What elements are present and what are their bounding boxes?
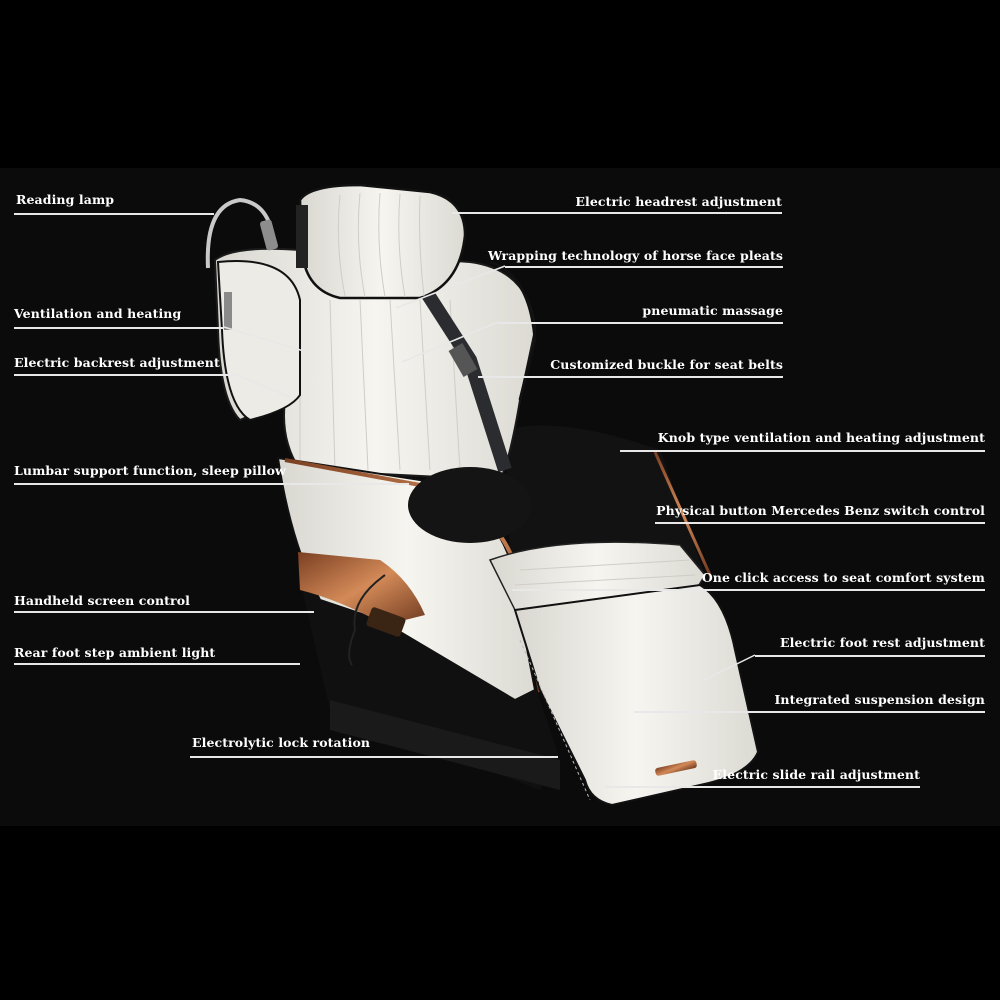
callout-line <box>190 756 558 758</box>
label-handheld-screen: Handheld screen control <box>14 593 190 608</box>
label-mercedes-switch: Physical button Mercedes Benz switch con… <box>656 503 985 518</box>
label-rear-foot-step: Rear foot step ambient light <box>14 645 216 660</box>
callout-line <box>478 376 783 378</box>
label-electric-foot-rest: Electric foot rest adjustment <box>780 635 985 650</box>
handheld-controller <box>298 552 425 666</box>
label-electric-slide-rail: Electric slide rail adjustment <box>712 767 920 782</box>
label-seat-belt-buckle: Customized buckle for seat belts <box>550 357 783 372</box>
callout-line <box>14 327 224 329</box>
label-electric-headrest: Electric headrest adjustment <box>575 194 782 209</box>
seat-base <box>300 560 560 790</box>
callout-line <box>605 786 920 788</box>
callout-line <box>14 374 234 376</box>
callout-line <box>505 266 783 268</box>
label-lumbar-support: Lumbar support function, sleep pillow <box>14 463 286 478</box>
callout-line <box>620 450 985 452</box>
reading-lamp <box>205 197 279 269</box>
label-electric-backrest: Electric backrest adjustment <box>14 355 220 370</box>
callout-line <box>498 322 783 324</box>
callout-line <box>755 655 985 657</box>
callout-line <box>452 212 782 214</box>
callout-line <box>655 522 985 524</box>
callout-line <box>512 589 985 591</box>
label-horse-face-pleats: Wrapping technology of horse face pleats <box>487 248 783 263</box>
headrest <box>296 183 467 300</box>
lumbar-pillow <box>408 467 532 543</box>
label-one-click-comfort: One click access to seat comfort system <box>701 570 985 585</box>
callout-line <box>14 213 214 215</box>
label-integrated-suspension: Integrated suspension design <box>774 692 985 707</box>
label-ventilation-heating: Ventilation and heating <box>14 306 182 321</box>
label-electrolytic-lock: Electrolytic lock rotation <box>192 735 371 750</box>
label-reading-lamp: Reading lamp <box>16 192 115 207</box>
label-pneumatic-massage: pneumatic massage <box>642 303 783 318</box>
callout-line <box>14 611 314 613</box>
callout-line <box>634 711 985 713</box>
callout-line <box>14 483 409 485</box>
leg-rest <box>513 583 760 807</box>
label-knob-ventilation: Knob type ventilation and heating adjust… <box>657 430 985 445</box>
callout-line <box>14 663 300 665</box>
